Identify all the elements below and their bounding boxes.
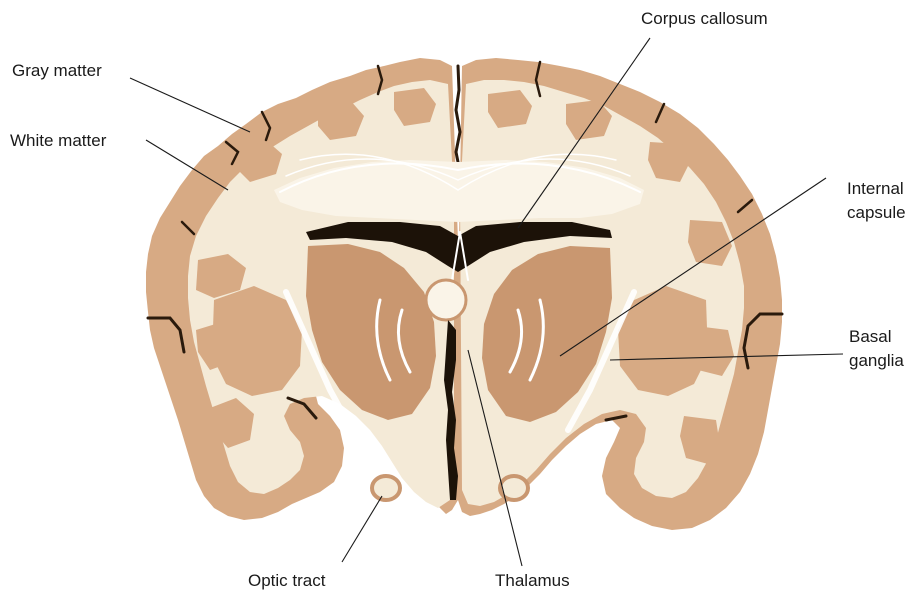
leader-optic-tract	[342, 496, 382, 562]
label-basal-ganglia-line1: Basal	[849, 327, 892, 346]
label-basal-ganglia-line2: ganglia	[849, 351, 904, 370]
brain-illustration	[146, 58, 782, 530]
optic-tract-left	[372, 476, 400, 500]
leader-gray-matter	[130, 78, 250, 132]
label-internal-capsule-line2: capsule	[847, 203, 906, 222]
label-white-matter: White matter	[10, 131, 107, 150]
label-optic-tract: Optic tract	[248, 571, 326, 590]
label-internal-capsule-line1: Internal	[847, 179, 904, 198]
label-gray-matter: Gray matter	[12, 61, 102, 80]
label-thalamus: Thalamus	[495, 571, 570, 590]
fornix	[426, 280, 466, 320]
label-corpus-callosum: Corpus callosum	[641, 9, 768, 28]
